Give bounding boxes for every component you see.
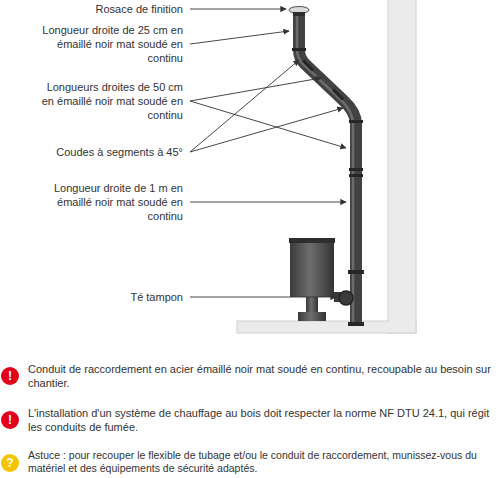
icon-symbol: ? (1, 454, 19, 472)
callout-label: Longueur droite de 25 cm en émaillé noir… (33, 23, 183, 65)
note-text: Astuce : pour recouper le flexible de tu… (28, 449, 492, 476)
leader-line (190, 78, 321, 101)
wall-fill (389, 0, 415, 332)
leader-line (190, 31, 289, 44)
wall (388, 0, 416, 333)
leader-line (190, 9, 286, 10)
leader-line (190, 108, 343, 152)
stove (289, 238, 342, 321)
leader-line (190, 60, 299, 152)
callout-label: Longueur droite de 1 m en émaillé noir m… (33, 181, 183, 223)
leader-line (190, 101, 346, 148)
tip-icon (1, 454, 19, 472)
note-text: Conduit de raccordement en acier émaillé… (28, 362, 492, 390)
leader-line (190, 297, 336, 298)
warning-icon (1, 367, 19, 385)
icon-symbol: ! (1, 367, 19, 385)
callout-label: Rosace de finition (8, 2, 183, 16)
icon-symbol: ! (1, 411, 19, 429)
callout-label: Coudes à segments à 45° (8, 145, 183, 159)
callout-label: Té tampon (8, 290, 183, 304)
leader-lines (190, 9, 346, 297)
leader-line (190, 202, 346, 203)
flue-pipe (289, 7, 364, 327)
callout-label: Longueurs droites de 50 cm en émaillé no… (33, 80, 183, 122)
warning-icon (1, 411, 19, 429)
note-text: L'installation d'un système de chauffage… (28, 406, 492, 434)
